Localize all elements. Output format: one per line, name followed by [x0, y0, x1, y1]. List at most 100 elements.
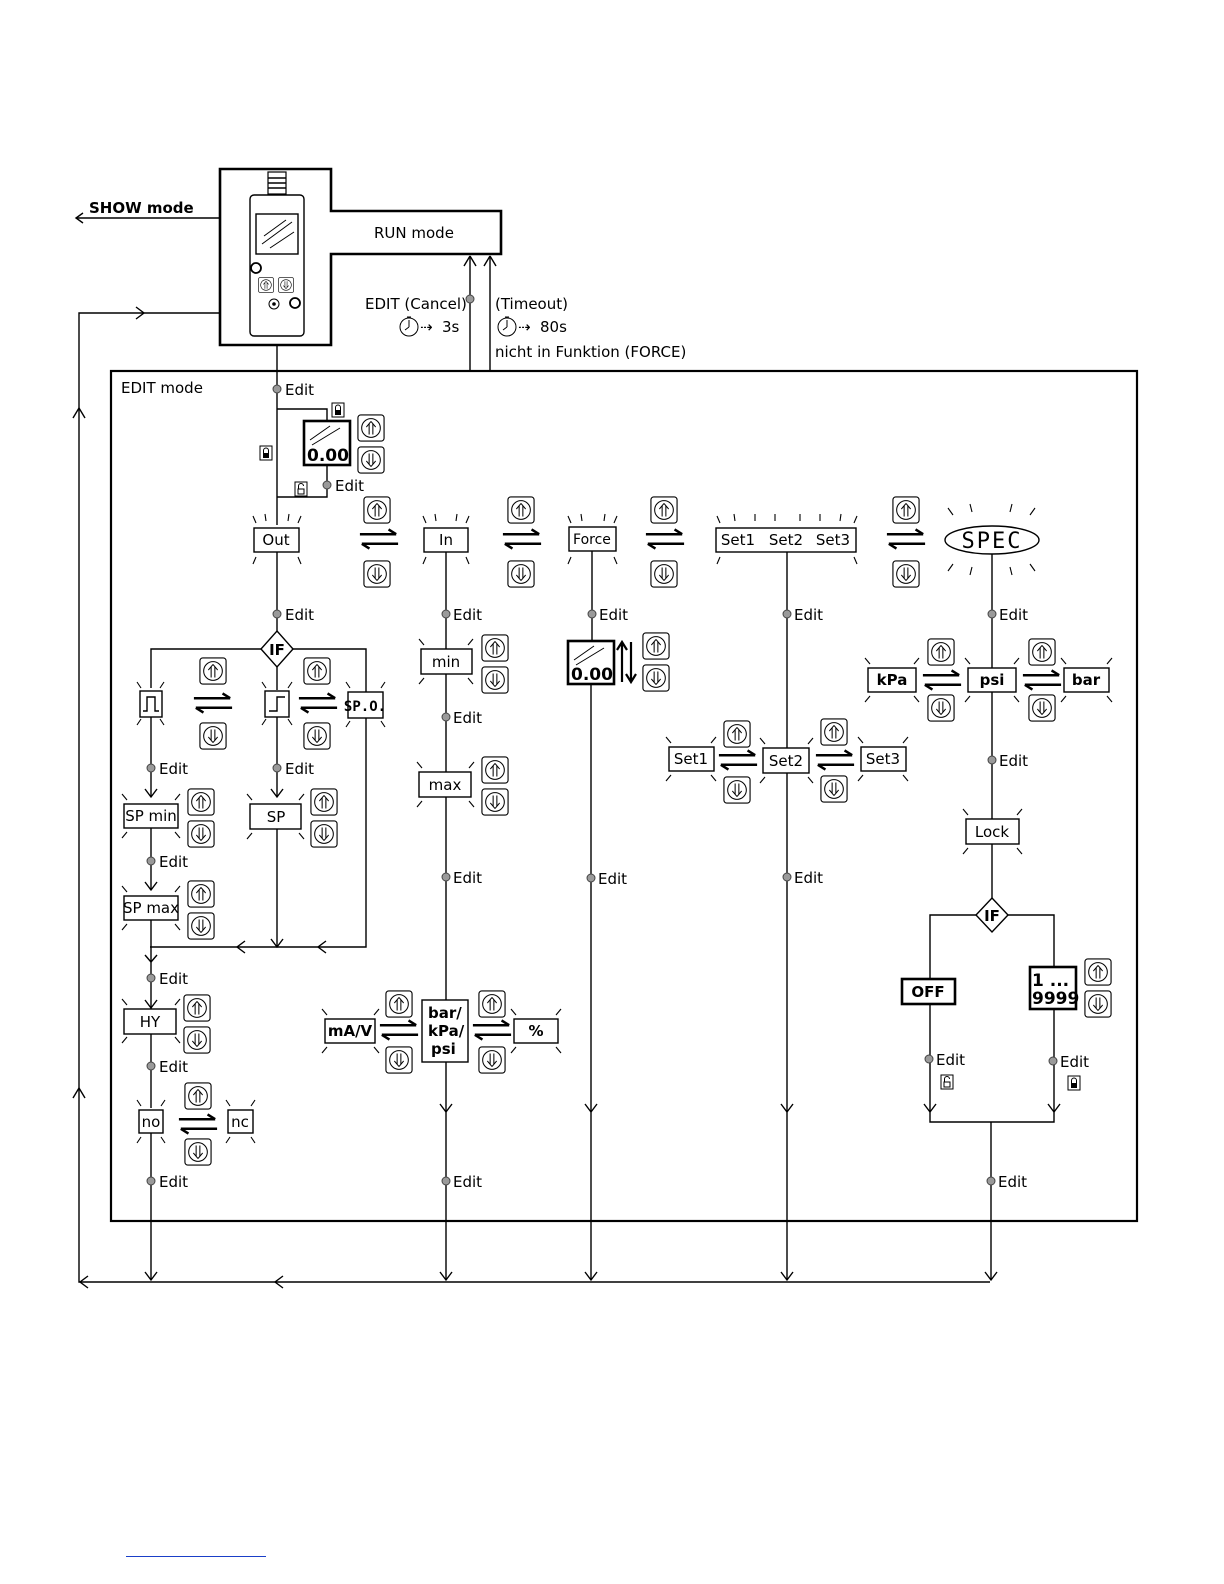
down-key-icon[interactable] [199, 722, 227, 750]
toggle-arrows-icon [471, 1019, 513, 1041]
up-key-icon[interactable] [481, 634, 509, 662]
down-key-icon[interactable] [927, 694, 955, 722]
min-box[interactable] [420, 648, 473, 675]
svg-text:⇢: ⇢ [420, 318, 433, 336]
up-key-icon[interactable] [187, 788, 215, 816]
set1-box[interactable] [668, 746, 715, 772]
edit-label: Edit [159, 1058, 188, 1076]
set2-box[interactable] [762, 747, 810, 774]
unit-box[interactable] [421, 999, 469, 1063]
down-key-icon[interactable] [357, 446, 385, 474]
up-key-icon[interactable] [481, 756, 509, 784]
spo-box[interactable] [347, 691, 384, 719]
run-mode-label: RUN mode [374, 224, 454, 242]
down-key-icon[interactable] [478, 1046, 506, 1074]
down-key-icon[interactable] [481, 666, 509, 694]
down-key-icon[interactable] [650, 560, 678, 588]
toggle-arrows-icon [358, 528, 400, 550]
toggle-arrows-icon [921, 669, 963, 691]
up-key-icon[interactable] [363, 496, 391, 524]
down-key-icon[interactable] [1028, 694, 1056, 722]
edit-label: Edit [598, 870, 627, 888]
edit-label: Edit [159, 760, 188, 778]
up-key-icon[interactable] [303, 657, 331, 685]
edit-label: Edit [999, 606, 1028, 624]
sp-max-label: SP max [123, 899, 179, 917]
psi-label: psi [980, 671, 1005, 689]
down-key-icon[interactable] [1084, 990, 1112, 1018]
up-key-icon[interactable] [892, 496, 920, 524]
toggle-arrows-icon [501, 528, 543, 550]
down-key-icon[interactable] [303, 722, 331, 750]
sp-max-box[interactable] [123, 895, 179, 921]
down-key-icon[interactable] [363, 560, 391, 588]
down-key-icon[interactable] [184, 1138, 212, 1166]
edit-label: Edit [794, 606, 823, 624]
max-box[interactable] [418, 771, 472, 798]
up-key-icon[interactable] [310, 788, 338, 816]
edit-label: Edit [998, 1173, 1027, 1191]
edit-label: Edit [159, 1173, 188, 1191]
out-branch: Edit IF SP.O. Edit SP min Edit [121, 552, 386, 1282]
lock-closed-icon [259, 445, 273, 461]
up-key-icon[interactable] [385, 990, 413, 1018]
ma-v-box[interactable] [324, 1018, 376, 1044]
up-key-icon[interactable] [723, 720, 751, 748]
up-key-icon[interactable] [199, 657, 227, 685]
down-key-icon[interactable] [385, 1046, 413, 1074]
up-key-icon[interactable] [642, 632, 670, 660]
down-key-icon[interactable] [820, 775, 848, 803]
menu-in-label: In [439, 531, 453, 549]
toggle-arrows-icon [297, 692, 339, 714]
bar-box[interactable] [1063, 667, 1110, 693]
if-label: IF [984, 907, 1000, 925]
menu-set[interactable]: Set1 Set2 Set3 [715, 513, 858, 565]
menu-out[interactable]: Out [252, 513, 302, 565]
down-key-icon[interactable] [481, 788, 509, 816]
menu-in[interactable]: In [422, 513, 470, 565]
down-key-icon[interactable] [507, 560, 535, 588]
up-key-icon[interactable] [183, 994, 211, 1022]
up-key-icon[interactable] [1028, 638, 1056, 666]
up-key-icon[interactable] [650, 496, 678, 524]
device-panel: RUN mode [218, 167, 503, 347]
down-key-icon[interactable] [187, 912, 215, 940]
up-key-icon[interactable] [927, 638, 955, 666]
up-key-icon[interactable] [478, 990, 506, 1018]
nc-box[interactable] [227, 1109, 254, 1134]
hy-box[interactable] [123, 1008, 177, 1035]
down-key-icon[interactable] [892, 560, 920, 588]
psi-box[interactable] [967, 667, 1017, 693]
min-label: min [432, 653, 460, 671]
up-key-icon[interactable] [357, 414, 385, 442]
spec-branch: Edit kPa psi bar Edit Lock IF OFF 1 ... … [864, 554, 1113, 1282]
set3-box[interactable] [860, 746, 907, 772]
return-loop [72, 306, 990, 1289]
lock-box[interactable] [965, 818, 1020, 845]
up-key-icon[interactable] [184, 1082, 212, 1110]
down-key-icon[interactable] [310, 820, 338, 848]
up-key-icon[interactable] [820, 718, 848, 746]
edit-label: Edit [453, 606, 482, 624]
menu-force[interactable]: Force [567, 513, 618, 565]
menu-spec[interactable]: SPEC [944, 503, 1040, 576]
down-key-icon[interactable] [723, 776, 751, 804]
kpa-box[interactable] [867, 667, 917, 693]
sp-box[interactable] [249, 803, 302, 830]
off-box[interactable] [900, 977, 957, 1006]
down-key-icon[interactable] [183, 1026, 211, 1054]
down-key-icon[interactable] [642, 664, 670, 692]
menu-out-label: Out [262, 531, 289, 549]
set2-label: Set2 [769, 752, 803, 770]
percent-box[interactable] [513, 1018, 559, 1044]
up-key-icon[interactable] [1084, 958, 1112, 986]
up-key-icon[interactable] [187, 880, 215, 908]
sp-min-box[interactable] [123, 803, 179, 829]
value-display-text: 0.00 [307, 446, 349, 466]
down-key-icon[interactable] [187, 820, 215, 848]
window-function-icon[interactable] [139, 690, 163, 718]
code-display[interactable] [1028, 965, 1078, 1011]
up-key-icon[interactable] [507, 496, 535, 524]
menu-row: Out In Force Set1 Set2 Set3 [252, 496, 1040, 588]
set3-label: Set3 [866, 750, 900, 768]
